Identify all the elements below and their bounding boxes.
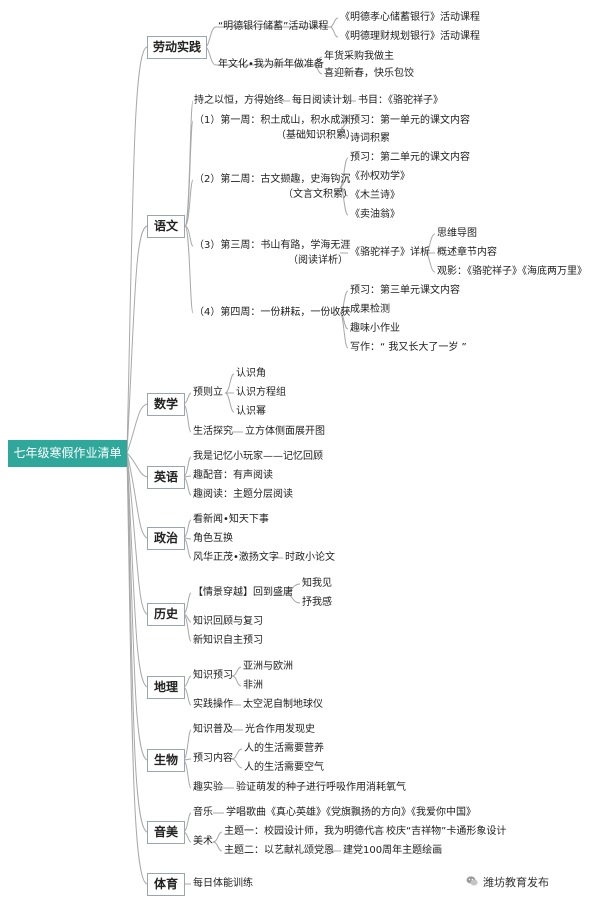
chinese-week2-d: 《卖油翁》 [350,209,400,220]
chinese-week3-c: 观影：《骆驼祥子》《海底两万里》 [437,266,587,277]
biology-popular: 知识普及 [193,724,233,735]
geography-practice: 实践操作 [193,699,233,710]
chinese-week2-sub: （文言文积累） [283,189,353,200]
chinese-week4-a: 预习：第三单元课文内容 [350,285,460,296]
labor-newyear: 年文化•我为新年做准备 [218,59,324,70]
chinese-week1-b: 诗词积累 [350,133,390,144]
wechat-icon [466,876,478,886]
chinese-week3-sub: （阅读详析） [288,255,348,266]
history-a-2: 抒我感 [302,597,332,608]
watermark: 潍坊教育发布 [483,876,549,889]
chinese-reading-plan: 每日阅读计划 [292,95,352,106]
labor-savings-a: 《明德孝心储蓄银行》活动课程 [340,12,480,23]
geography-preview-b: 非洲 [243,680,263,691]
geography-practice-a: 太空泥自制地球仪 [243,699,323,710]
biology-preview-b: 人的生活需要空气 [244,762,324,773]
geography-preview-a: 亚洲与欧洲 [243,661,293,672]
chinese-week3-b: 概述章节内容 [437,247,497,258]
subject-arts: 音美 [147,821,185,844]
subject-history: 历史 [147,603,185,626]
labor-savings-b: 《明德理财规划银行》活动课程 [340,31,480,42]
chinese-week4-c: 趣味小作业 [350,323,400,334]
biology-preview-a: 人的生活需要营养 [244,743,324,754]
english-a: 我是记忆小玩家——记忆回顾 [193,451,323,462]
subject-chinese: 语文 [147,215,185,238]
chinese-week1: （1）第一周：积土成山，积水成渊 [194,115,351,126]
math-preview-a: 认识角 [236,368,266,379]
chinese-week4-b: 成果检测 [350,304,390,315]
root-topic: 七年级寒假作业清单 [8,440,127,467]
politics-b: 角色互换 [193,533,233,544]
history-c: 新知识自主预习 [193,635,263,646]
arts-theme1-a: 校庆“吉祥物”卡通形象设计 [386,826,507,837]
math-life: 生活探究 [193,426,233,437]
politics-c-a: 时政小论文 [285,552,335,563]
biology-preview: 预习内容 [193,753,233,764]
chinese-week2-c: 《木兰诗》 [350,190,400,201]
geography-preview: 知识预习 [193,670,233,681]
math-life-a: 立方体侧面展开图 [245,426,325,437]
arts-art: 美术 [193,836,213,847]
chinese-week2-a: 预习：第二单元的课文内容 [350,152,470,163]
pe-a: 每日体能训练 [193,878,253,889]
chinese-week4: （4）第四周：一份耕耘，一份收获 [194,307,351,318]
subject-math: 数学 [147,393,185,416]
subject-pe: 体育 [147,873,185,896]
subject-geography: 地理 [147,676,185,699]
history-b: 知识回顾与复习 [193,616,263,627]
chinese-week3: （3）第三周：书山有路，学海无涯 [194,240,351,251]
politics-c: 风华正茂•激扬文字 [193,552,279,563]
subject-politics: 政治 [147,527,185,550]
chinese-week3-a: 思维导图 [437,228,477,239]
math-preview: 预则立 [193,387,223,398]
arts-music: 音乐 [193,807,213,818]
chinese-week4-d: 写作：“ 我又长大了一岁 ” [350,342,467,353]
subject-biology: 生物 [147,749,185,772]
labor-newyear-a: 年货采购我做主 [324,51,394,62]
chinese-week1-a: 预习：第一单元的课文内容 [350,115,470,126]
math-preview-c: 认识幂 [236,406,266,417]
math-preview-b: 认识方程组 [236,387,286,398]
history-a-1: 知我见 [302,578,332,589]
arts-music-a: 学唱歌曲《真心英雄》《党旗飘扬的方向》《我爱你中国》 [226,807,476,818]
subject-english: 英语 [147,466,185,489]
chinese-week2-b: 《孙权劝学》 [350,171,410,182]
chinese-week1-sub: （基础知识积累） [276,130,356,141]
arts-theme1: 主题一：校园设计师，我为明德代言 [224,826,384,837]
chinese-reading: 持之以恒，方得始终 [194,95,284,106]
chinese-reading-book: 书目：《骆驼祥子》 [358,95,443,106]
arts-theme2: 主题二：以艺献礼颂党恩 [224,845,334,856]
politics-a: 看新闻•知天下事 [193,514,269,525]
history-a: 【情景穿越】回到盛唐 [193,587,293,598]
subject-labor: 劳动实践 [147,36,207,59]
labor-newyear-b: 喜迎新春，快乐包饺 [324,68,414,79]
arts-theme2-a: 建党100周年主题绘画 [343,845,443,856]
chinese-week2: （2）第二周：古文撷趣，史海钩沉 [194,174,351,185]
biology-exp: 趣实验 [193,782,223,793]
chinese-week3-mid: 《骆驼祥子》详析 [350,247,430,258]
labor-savings: “明德银行储蓄”活动课程 [218,21,329,32]
english-b: 趣配音：有声阅读 [193,470,273,481]
biology-exp-a: 验证萌发的种子进行呼吸作用消耗氧气 [236,782,406,793]
biology-popular-a: 光合作用发现史 [245,724,315,735]
english-c: 趣阅读：主题分层阅读 [193,489,293,500]
